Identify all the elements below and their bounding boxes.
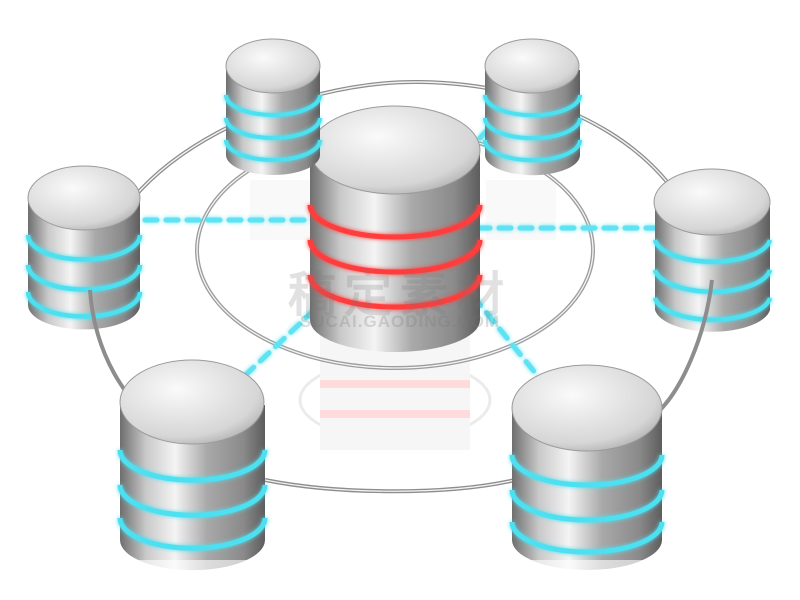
floor-fade: [0, 560, 800, 600]
outer-ring-front: [88, 279, 714, 494]
database-node-top-left: [224, 38, 322, 175]
database-node-bottom-left: [117, 359, 268, 571]
database-node-right: [652, 168, 773, 332]
central-database: [307, 105, 483, 352]
database-node-bottom-right: [509, 364, 665, 570]
database-node-top-right: [483, 38, 582, 176]
outer-ring: [88, 79, 714, 291]
database-node-left: [25, 165, 143, 330]
